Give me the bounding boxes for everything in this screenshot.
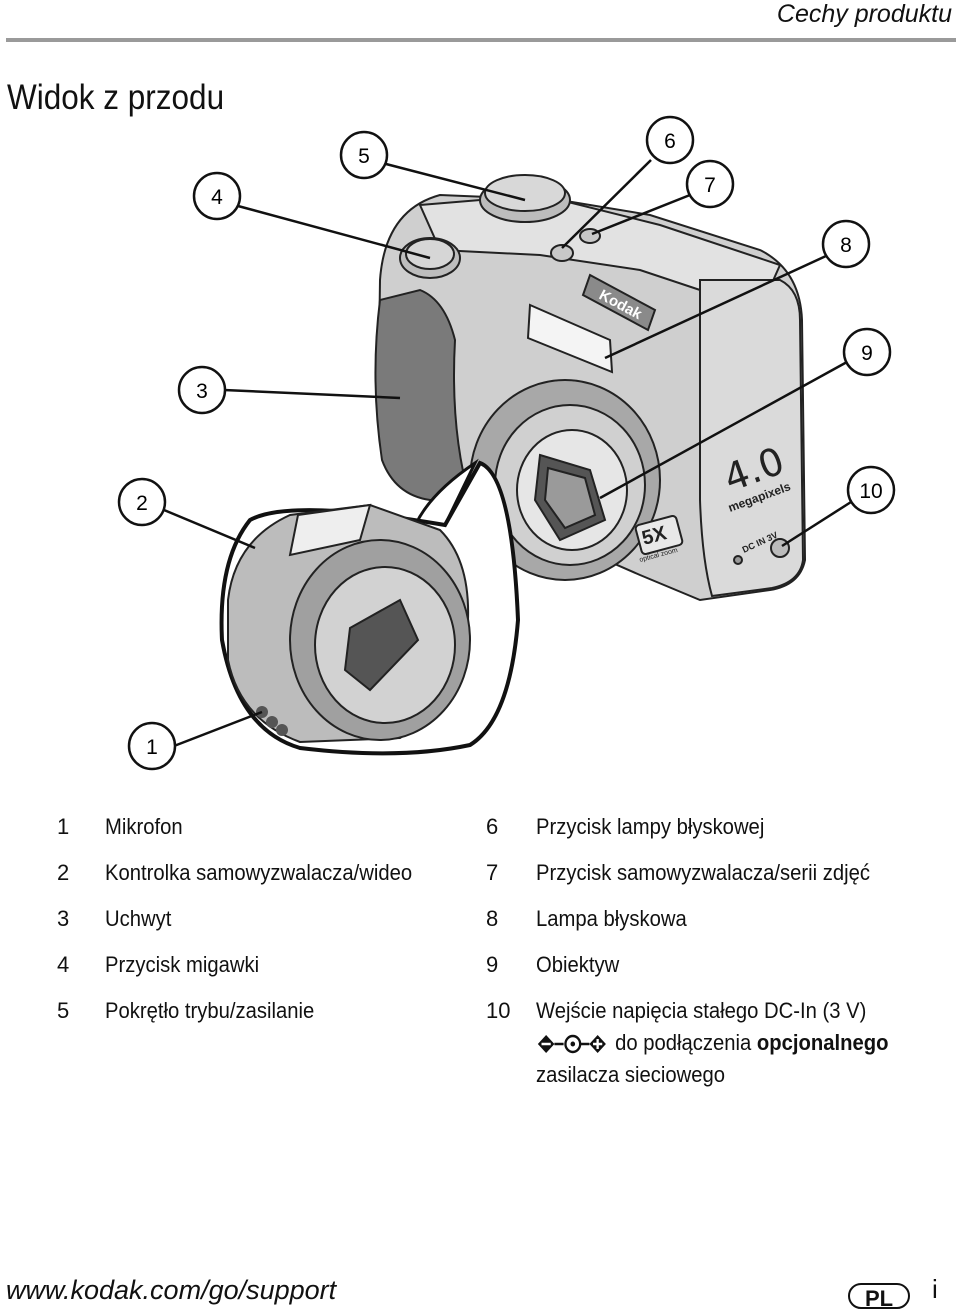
section-title: Cechy produktu [776,0,952,28]
svg-text:4: 4 [211,186,223,209]
camera-illustration [374,174,807,602]
callout-8: 8 [821,219,871,269]
camera-diagram: Kodak 4.0 megapixels 5X optical zoom DC … [117,115,896,771]
svg-text:8: 8 [840,234,852,257]
page-number: i [932,1274,938,1304]
callout-2: 2 [117,477,167,527]
callout-3: 3 [177,365,227,415]
svg-text:1: 1 [146,736,158,759]
svg-text:2: 2 [136,492,148,515]
support-url[interactable]: www.kodak.com/go/support [6,1275,337,1305]
header-divider [6,38,956,42]
svg-text:3: 3 [196,380,208,403]
callout-6: 6 [645,115,695,165]
language-badge: PL [848,1283,910,1311]
microphone-zoom-inset [219,458,521,756]
callout-9: 9 [842,327,892,377]
callout-4: 4 [192,171,242,221]
dc-polarity-icon [537,1034,606,1054]
legend-item-10-line2: zasilacza sieciowego [536,1062,726,1087]
legend-item-10-continued: do podłączenia opcjonalnego [536,1031,888,1055]
svg-text:6: 6 [664,130,676,153]
callout-10: 10 [846,465,896,515]
svg-text:5: 5 [358,145,370,168]
callout-5: 5 [339,130,389,180]
callout-1: 1 [127,721,177,771]
svg-text:10: 10 [859,480,882,503]
svg-text:7: 7 [704,174,716,197]
callout-7: 7 [685,159,735,209]
svg-text:9: 9 [861,342,873,365]
page-title: Widok z przodu [7,78,225,117]
